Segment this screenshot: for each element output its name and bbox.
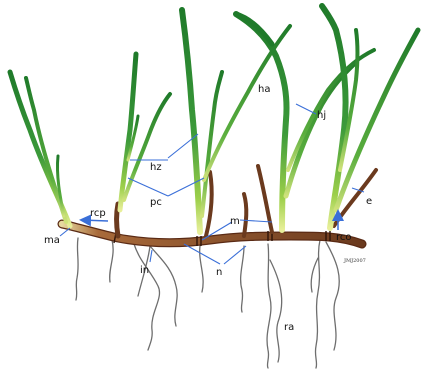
- leaf: [57, 156, 64, 216]
- leaf: [204, 26, 290, 180]
- label-hz: hz: [150, 162, 162, 173]
- label-hj: hj: [317, 110, 326, 121]
- leader-pc-1: [128, 178, 168, 196]
- root: [326, 242, 339, 350]
- leader-in: [150, 250, 152, 262]
- root: [267, 244, 271, 368]
- label-e: e: [366, 196, 372, 207]
- label-in: in: [140, 265, 149, 276]
- leader-n-1: [184, 244, 220, 264]
- root: [311, 258, 318, 292]
- leaf: [182, 10, 200, 232]
- labels: ma rcp in hz pc m n ha hj e rco ra JMJ20…: [44, 84, 372, 333]
- label-ra: ra: [284, 322, 294, 333]
- label-ha: ha: [258, 84, 270, 95]
- shoot-stub: [244, 194, 246, 236]
- arrow-rcp: [82, 220, 108, 221]
- label-ma: ma: [44, 235, 60, 246]
- label-n: n: [216, 267, 222, 278]
- label-pc: pc: [150, 197, 162, 208]
- label-rcp: rcp: [90, 208, 106, 219]
- root: [76, 238, 78, 300]
- label-m: m: [230, 216, 240, 227]
- artist-signature: JMJ2007: [343, 258, 366, 264]
- root: [270, 260, 282, 362]
- leader-hj: [296, 104, 316, 114]
- root: [110, 240, 113, 282]
- root: [241, 246, 244, 312]
- label-rco: rco: [336, 232, 352, 243]
- rhizome: [62, 224, 362, 246]
